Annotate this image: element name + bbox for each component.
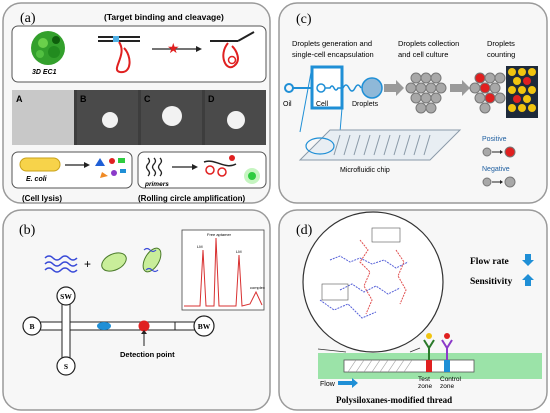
control-zone-marker <box>444 360 450 372</box>
step3-line1: Droplets <box>487 39 515 48</box>
panel-a-header: (Target binding and cleavage) <box>104 12 224 22</box>
control-zone-label-1: Control <box>440 376 462 383</box>
peak-complex: complex <box>250 285 265 290</box>
sensitivity-label: Sensitivity <box>470 277 512 287</box>
bound-bacterium-icon <box>142 247 162 273</box>
peak-lm-left: LM <box>197 244 203 249</box>
test-zone-label-2: zone <box>418 383 432 390</box>
panel-d-label: (d) <box>296 223 313 238</box>
ecoli-icon <box>19 157 61 172</box>
lysate-fragments-icon <box>95 158 126 178</box>
plus-icon: + <box>84 257 91 271</box>
positive-icon <box>482 146 516 158</box>
thread-title: Polysiloxanes-modified thread <box>336 395 452 405</box>
arrow-to-counting <box>450 80 470 96</box>
node-b <box>22 316 42 336</box>
rca-box <box>137 151 267 189</box>
sensitivity-up-arrow-icon <box>522 274 534 286</box>
droplet-d <box>227 111 245 129</box>
node-bw <box>193 315 215 337</box>
chip-label: Microfluidic chip <box>340 167 390 174</box>
step1-line2: single-cell encapsulation <box>292 50 374 59</box>
image-letter-b: B <box>80 94 87 104</box>
peak-lm-right: LM <box>236 249 242 254</box>
primers-icon <box>145 157 163 177</box>
panel-a-label: (a) <box>20 11 36 26</box>
step1-line1: Droplets generation and <box>292 39 372 48</box>
node-bw-label: BW <box>198 322 211 331</box>
polymer-network <box>319 227 409 319</box>
rca-product-icon <box>203 155 260 184</box>
rca-label: (Rolling circle amplification) <box>138 194 245 203</box>
droplet-b <box>102 112 118 128</box>
droplet-counting <box>469 72 506 114</box>
test-zone-label-1: Test <box>418 376 430 383</box>
image-letter-d: D <box>208 94 215 104</box>
node-b-label: B <box>29 322 34 331</box>
panel-c: (c) Droplets generation and single-cell … <box>278 2 548 204</box>
antibody-test-icon <box>423 333 435 360</box>
ecoli-label: E. coli <box>26 176 48 183</box>
microfluidic-chip-icon <box>298 129 462 161</box>
dna-probe-icon <box>98 36 140 74</box>
bacterium-icon <box>101 252 127 272</box>
star-icon: ★ <box>167 40 180 56</box>
peak-free-aptamer: Free aptamer <box>207 232 232 237</box>
panel-d: (d) Flow rate Sensitivity <box>278 209 548 411</box>
image-a <box>12 90 74 145</box>
image-letter-a: A <box>16 94 23 104</box>
sample-plug <box>97 322 111 330</box>
microscopy-strip: A B C D <box>12 90 266 145</box>
flow-label: Flow <box>320 381 336 388</box>
panel-c-label: (c) <box>296 12 312 27</box>
negative-icon <box>482 176 516 188</box>
honeycomb-grid <box>506 66 538 118</box>
zoom-circle <box>302 211 444 353</box>
detection-point-marker <box>138 320 150 332</box>
detection-label: Detection point <box>120 350 175 359</box>
cell-label: 3D EC1 <box>32 69 57 76</box>
binding-box <box>11 25 267 83</box>
panel-b-label: (b) <box>19 223 36 238</box>
node-s-label: S <box>64 362 68 371</box>
droplet-collection <box>405 72 447 114</box>
cell-label-c: Cell <box>316 101 329 108</box>
arrow-to-collection <box>384 80 404 96</box>
droplet-collector <box>361 77 383 99</box>
control-zone-label-2: zone <box>440 383 454 390</box>
node-sw <box>56 286 76 306</box>
positive-label: Positive <box>482 136 507 143</box>
microfluidic-channel <box>284 65 383 133</box>
droplet-c <box>162 106 182 126</box>
flow-arrow-icon <box>338 378 358 388</box>
step3-line2: counting <box>487 50 515 59</box>
electropherogram: LM Free aptamer LM complex <box>181 229 265 311</box>
droplets-label: Droplets <box>352 101 379 108</box>
3d-cell-icon <box>31 31 65 65</box>
node-s <box>56 356 76 376</box>
image-letter-c: C <box>144 94 151 104</box>
flow-rate-label: Flow rate <box>470 257 509 267</box>
flow-rate-down-arrow-icon <box>522 254 534 266</box>
node-sw-label: SW <box>60 292 72 301</box>
panel-b: (b) + LM Free aptamer LM complex <box>2 209 271 411</box>
panel-a: (a) (Target binding and cleavage) 3D EC1… <box>2 2 271 204</box>
oil-label: Oil <box>283 101 292 108</box>
antibody-control-icon <box>441 333 453 360</box>
cleaved-probe-icon <box>210 31 255 69</box>
primers-label: primers <box>144 181 169 188</box>
aptamer-icon <box>44 255 78 273</box>
lysis-label: (Cell lysis) <box>22 194 62 203</box>
test-zone-marker <box>426 360 432 372</box>
step2-line1: Droplets collection <box>398 39 459 48</box>
step2-line2: and cell culture <box>398 50 448 59</box>
negative-label: Negative <box>482 166 510 173</box>
